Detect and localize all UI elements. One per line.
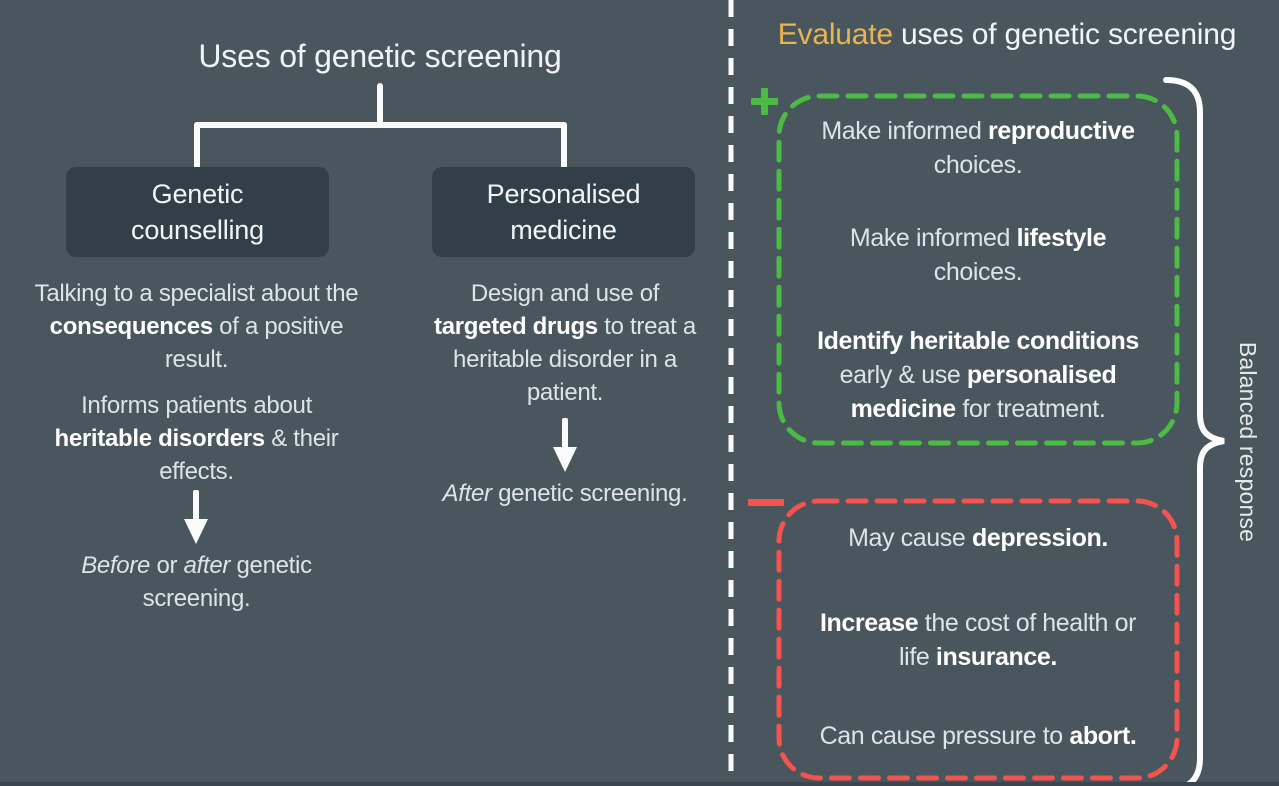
arrow-stem <box>193 490 199 521</box>
con-item-depression: May cause depression. <box>848 524 1108 552</box>
tree-connector-stem <box>377 83 383 127</box>
arrow-stem <box>562 418 568 449</box>
down-arrow-icon <box>553 418 577 473</box>
tree-connector-horizontal <box>194 122 567 128</box>
arrow-head <box>553 447 577 472</box>
tree-connector-drop-right <box>561 122 567 169</box>
plus-icon <box>751 88 778 115</box>
balanced-response-label: Balanced response <box>1235 341 1261 543</box>
down-arrow-icon <box>184 490 208 545</box>
page-title: Uses of genetic screening <box>198 38 562 74</box>
tree-connector-drop-left <box>194 122 200 169</box>
con-item-abort-pressure: Can cause pressure to abort. <box>819 722 1137 750</box>
plus-vertical-bar <box>761 88 768 115</box>
evaluate-title: Evaluate uses of genetic screening <box>777 18 1237 51</box>
minus-icon <box>748 499 784 506</box>
arrow-head <box>184 519 208 544</box>
bottom-edge-shade <box>0 782 1279 786</box>
balanced-response-brace <box>1163 77 1225 786</box>
medicine-timing-note: After genetic screening. <box>442 480 688 507</box>
